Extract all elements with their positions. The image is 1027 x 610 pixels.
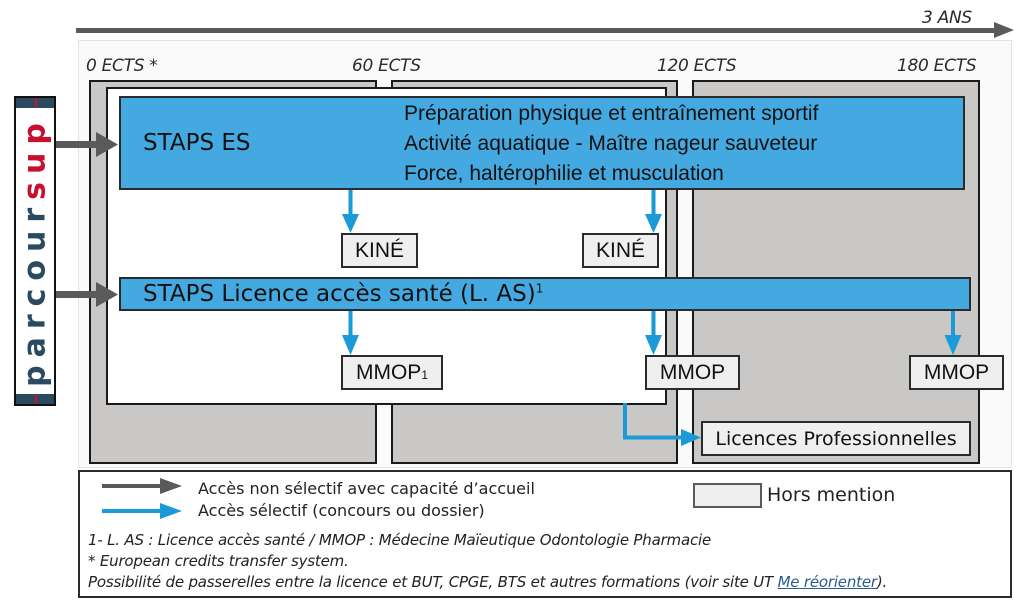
specialty-item: Préparation physique et entraînement spo… <box>404 102 819 125</box>
duration-label: 3 ANS <box>922 8 972 28</box>
parcoursup-logo: parcoursup <box>14 96 56 406</box>
hors-mention-swatch <box>693 483 762 508</box>
kine-box-year2[interactable]: KINÉ <box>582 233 659 268</box>
me-reorienter-link[interactable]: Me réorienter <box>777 573 877 591</box>
footnote-mark: 1 <box>421 367 428 382</box>
licences-pro-box[interactable]: Licences Professionnelles <box>701 421 971 456</box>
logo-cap-top <box>16 98 54 108</box>
specialty-item: Activité aquatique - Maître nageur sauve… <box>404 132 818 155</box>
parcoursup-wordmark: parcoursup <box>18 115 53 387</box>
staps-las-title: STAPS Licence accès santé (L. AS)1 <box>143 281 543 307</box>
mmop-label: MMOP <box>923 360 990 384</box>
wordmark-part1: parcour <box>17 199 53 387</box>
legend-non-selective-arrow-icon <box>102 478 182 494</box>
timeline-arrowhead-icon <box>994 22 1014 38</box>
ects-label-180: 180 ECTS <box>897 56 977 76</box>
kine-label: KINÉ <box>354 238 404 262</box>
legend-selective-arrow-icon <box>102 503 182 519</box>
ects-label-60: 60 ECTS <box>352 56 421 76</box>
staps-las-bar[interactable]: STAPS Licence accès santé (L. AS)1 <box>119 277 971 311</box>
wordmark-part2: sup <box>17 115 53 200</box>
kine-box-year1[interactable]: KINÉ <box>341 233 418 268</box>
logo-cap-bottom <box>16 394 54 404</box>
legend-selective-label: Accès sélectif (concours ou dossier) <box>198 501 485 520</box>
note-passerelles: Possibilité de passerelles entre la lice… <box>88 573 887 591</box>
licences-pro-label: Licences Professionnelles <box>715 427 957 450</box>
staps-las-title-text: STAPS Licence accès santé (L. AS) <box>143 281 536 307</box>
specialty-item: Force, haltérophilie et musculation <box>404 162 724 185</box>
legend-non-selective-label: Accès non sélectif avec capacité d’accue… <box>198 479 535 498</box>
ects-label-0: 0 ECTS * <box>86 56 158 76</box>
legend-box: Accès non sélectif avec capacité d’accue… <box>78 470 1012 598</box>
note-ects: * European credits transfer system. <box>88 552 349 570</box>
note-passerelles-text: Possibilité de passerelles entre la lice… <box>88 573 778 591</box>
ects-label-120: 120 ECTS <box>657 56 737 76</box>
staps-es-bar[interactable]: STAPS ES Préparation physique et entraîn… <box>119 96 965 190</box>
mmop-box-year3[interactable]: MMOP <box>909 355 1004 390</box>
kine-label: KINÉ <box>595 238 645 262</box>
staps-es-title: STAPS ES <box>143 130 251 156</box>
hors-mention-label: Hors mention <box>767 484 896 506</box>
footnote-mark: 1 <box>535 281 544 296</box>
staps-es-specialties: Préparation physique et entraînement spo… <box>404 99 818 189</box>
mmop-label: MMOP <box>355 360 422 384</box>
timeline-arrow <box>76 28 996 33</box>
mmop-label: MMOP <box>659 360 726 384</box>
mmop-box-year2[interactable]: MMOP <box>645 355 740 390</box>
note-passerelles-suffix: ). <box>876 573 888 591</box>
note-abbreviations: 1- L. AS : Licence accès santé / MMOP : … <box>88 531 711 549</box>
